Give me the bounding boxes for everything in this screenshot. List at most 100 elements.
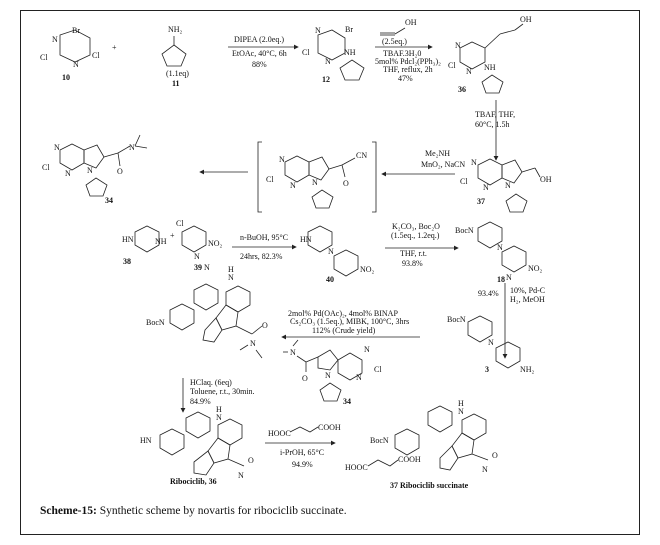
bond-line xyxy=(193,283,219,311)
scheme-text: HN xyxy=(122,235,134,244)
compound-40: HN N NO₂ 40 xyxy=(300,225,375,284)
scheme-text: HOOC xyxy=(345,463,368,472)
bond-line xyxy=(467,315,493,343)
bond-line xyxy=(59,29,91,63)
compound-11: NH₂ (1.1eq) 11 xyxy=(161,25,189,88)
bond-line xyxy=(439,445,459,471)
scheme-text: NH xyxy=(484,63,496,72)
scheme-text: THF, r.t. xyxy=(400,249,427,258)
scheme-text: N xyxy=(356,373,362,382)
scheme-text: Cl xyxy=(302,48,310,57)
scheme-text: MnO₂, NaCN xyxy=(421,160,465,169)
scheme-text: Cs₂CO₃ (1.5eq.), MIBK, 100°C, 3hrs xyxy=(290,317,409,326)
bond-line xyxy=(134,225,160,253)
scheme-text: N xyxy=(506,273,512,282)
compound-3: BocN N NH₂ 3 xyxy=(447,315,535,374)
compound-39: Cl N NO₂ 39 xyxy=(176,219,223,272)
scheme-text: 94.9% xyxy=(292,460,313,469)
compound-label: 11 xyxy=(172,79,180,88)
scheme-text: N xyxy=(250,339,256,348)
scheme-text: N xyxy=(458,407,464,416)
bond-line xyxy=(161,44,187,67)
scheme-text: N xyxy=(455,41,461,50)
scheme-caption: Scheme-15: Synthetic scheme by novartis … xyxy=(40,505,347,517)
bond-line xyxy=(117,152,121,167)
bond-line xyxy=(103,152,119,158)
scheme-text: HN xyxy=(140,436,152,445)
bond-line xyxy=(59,143,85,171)
scheme-text: Cl xyxy=(92,51,100,60)
scheme-text: CN xyxy=(356,151,367,160)
ribociclib-succinate-37: BocN HN O N HOOC COOH 37 Ribociclib succ… xyxy=(345,399,498,490)
scheme-text: NO₂ xyxy=(360,265,375,274)
bond-line xyxy=(471,453,489,461)
bond-line xyxy=(134,134,141,147)
plus-sign: + xyxy=(112,43,117,52)
scheme-text: NH₂ xyxy=(520,365,535,374)
bond-line xyxy=(317,29,346,61)
bond-line xyxy=(514,23,524,31)
scheme-text: Toluene, r.t., 30min. xyxy=(190,387,255,396)
caption-text: Synthetic scheme by novartis for ribocic… xyxy=(96,505,347,517)
scheme-text: i-PrOH, 65°C xyxy=(280,448,324,457)
bond-line xyxy=(83,144,105,169)
scheme-text: N xyxy=(279,155,285,164)
bond-line xyxy=(495,341,521,369)
bond-line xyxy=(284,155,310,183)
compound-label: 18 xyxy=(497,275,505,284)
bond-line xyxy=(255,349,263,359)
scheme-text: (1.5eq., 1.2eq.) xyxy=(391,231,440,240)
compound-36: OH N Cl N NH 36 xyxy=(448,15,532,94)
scheme-text: BocN xyxy=(447,315,466,324)
bond-line xyxy=(308,156,330,181)
scheme-text: O xyxy=(302,374,308,383)
compound-label: 36 xyxy=(458,85,466,94)
scheme-text: N xyxy=(497,243,503,252)
bond-line xyxy=(372,141,377,213)
bond-line xyxy=(215,304,239,331)
bond-line xyxy=(461,413,487,441)
bond-line xyxy=(333,249,359,277)
bond-line xyxy=(341,164,346,178)
compound-label: 38 xyxy=(123,257,131,266)
bond-line xyxy=(481,74,504,94)
scheme-text: N xyxy=(505,181,511,190)
scheme-text: N xyxy=(364,345,370,354)
scheme-text: Cl xyxy=(460,177,468,186)
scheme-text: N xyxy=(488,338,494,347)
scheme-text: Cl xyxy=(448,61,456,70)
compound-label: 34 xyxy=(343,397,351,406)
scheme-text: N xyxy=(290,348,296,357)
bond-line xyxy=(207,437,231,464)
scheme-text: NO₂ xyxy=(528,264,543,273)
bond-line xyxy=(319,382,342,402)
scheme-text: N xyxy=(129,143,135,152)
scheme-text: O xyxy=(117,167,123,176)
scheme-text: BocN xyxy=(146,318,165,327)
scheme-text: Cl xyxy=(42,163,50,172)
scheme-text: O xyxy=(262,321,268,330)
compound-37: OH N Cl N N 37 xyxy=(460,158,552,213)
scheme-text: 10%, Pd-C xyxy=(510,286,545,295)
scheme-text: O xyxy=(248,456,254,465)
scheme-text: OH xyxy=(405,18,417,27)
compound-label: 3 xyxy=(485,365,489,374)
scheme-text: N xyxy=(290,181,296,190)
scheme-text: N xyxy=(238,471,244,480)
bond-line xyxy=(85,177,108,197)
scheme-text: H xyxy=(458,399,464,408)
scheme-text: BocN xyxy=(370,436,389,445)
scheme-text: N xyxy=(65,169,71,178)
scheme-frame xyxy=(20,10,640,535)
compound-34: N O N Cl N N 34 xyxy=(42,134,148,205)
scheme-text: HN xyxy=(300,235,312,244)
scheme-text: 112% (Crude yield) xyxy=(312,326,376,335)
scheme-text: Br xyxy=(72,26,80,35)
scheme-text: (1.1eq) xyxy=(166,69,189,78)
plus-sign: + xyxy=(170,231,175,240)
compound-34-reagent: N O N N Cl N 34 xyxy=(283,339,382,406)
scheme-text: N xyxy=(325,371,331,380)
compound-label: 39 xyxy=(194,263,202,272)
bond-line xyxy=(337,352,363,381)
bond-line xyxy=(484,33,501,49)
